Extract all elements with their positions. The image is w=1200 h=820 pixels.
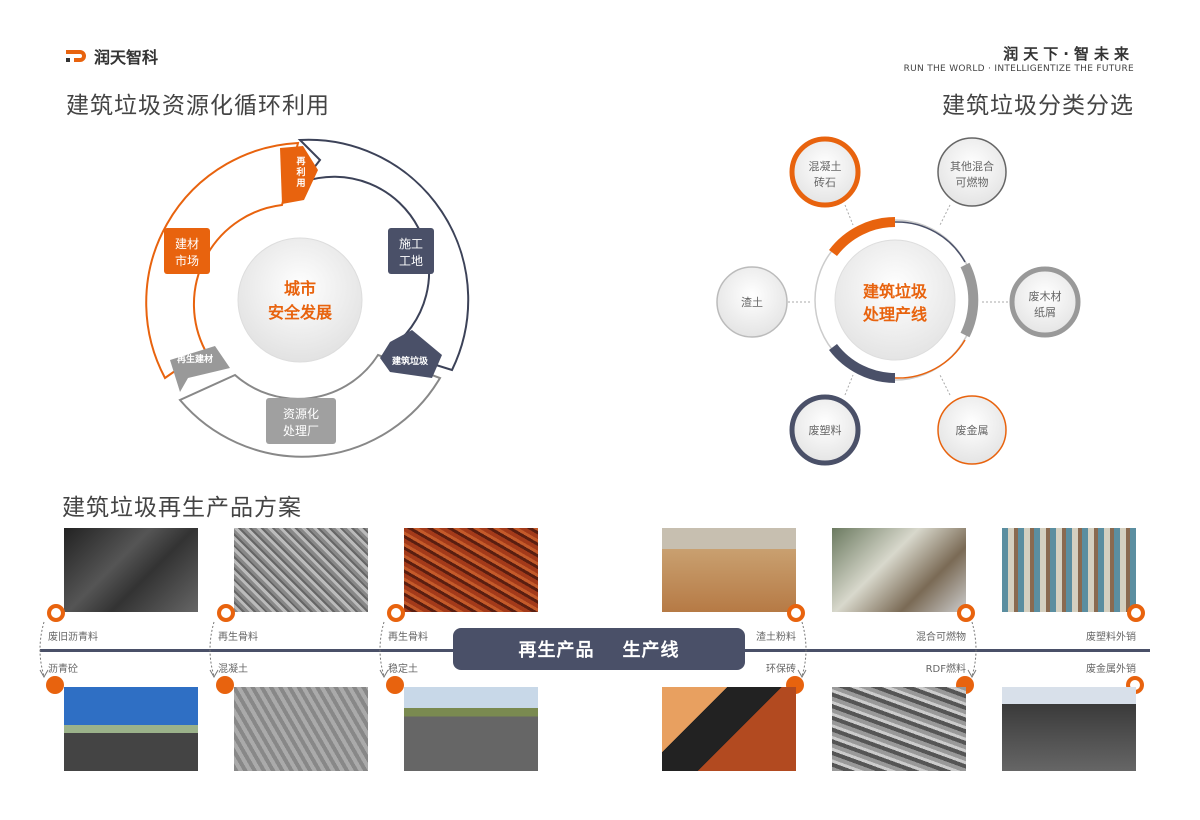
center-text-1: 城市 <box>284 279 316 298</box>
cycle-title: 建筑垃圾资源化循环利用 <box>66 93 330 119</box>
flow-arrow-icon <box>797 621 807 679</box>
product-photo <box>234 687 368 771</box>
source-marker-icon <box>787 604 805 622</box>
product-marker-icon <box>386 676 404 694</box>
product-source-photo <box>662 528 796 612</box>
reuse-label-2: 利 <box>295 166 305 178</box>
source-label: 混合可燃物 <box>916 632 966 643</box>
product-source-photo <box>234 528 368 612</box>
source-marker-icon <box>387 604 405 622</box>
slogan-chinese: 润天下·智未来 <box>1003 45 1134 63</box>
svg-text:砖石: 砖石 <box>814 175 836 189</box>
waste-chevron <box>380 330 442 378</box>
source-marker-icon <box>957 604 975 622</box>
reuse-chevron <box>280 146 318 204</box>
slogan-english: RUN THE WORLD · INTELLIGENTIZE THE FUTUR… <box>903 64 1134 74</box>
source-marker-icon <box>1127 604 1145 622</box>
flow-arrow-icon <box>967 621 977 679</box>
sorting-title: 建筑垃圾分类分选 <box>942 93 1134 119</box>
ring-seg-plastic <box>829 343 896 383</box>
arc-market <box>145 141 300 380</box>
product-source-photo <box>64 528 198 612</box>
product-photo <box>64 687 198 771</box>
logo-text: 润天智科 <box>94 48 159 67</box>
source-label: 废旧沥青料 <box>48 632 98 643</box>
svg-text:其他混合: 其他混合 <box>950 159 994 173</box>
product-source-photo <box>1002 528 1136 612</box>
production-banner: 再生产品 生产线 <box>453 628 745 670</box>
source-label: 废塑料外销 <box>1086 632 1136 643</box>
market-box <box>164 228 210 274</box>
product-label: 环保砖 <box>766 664 796 675</box>
svg-text:渣土: 渣土 <box>741 295 763 309</box>
market-label-1: 建材 <box>175 237 199 251</box>
product-label: 沥青砼 <box>48 664 78 675</box>
reuse-label-1: 再 <box>296 156 305 167</box>
banner-text-1: 再生产品 <box>518 640 595 661</box>
center-circle <box>237 237 363 363</box>
category-plastic: 废塑料 <box>789 394 861 466</box>
recycled-label: 再生建材 <box>177 353 213 365</box>
plant-box <box>266 398 336 444</box>
product-marker-icon <box>46 676 64 694</box>
ring-seg-wood <box>960 262 979 338</box>
brand-logo: 润天智科 <box>66 44 158 68</box>
svg-text:可燃物: 可燃物 <box>956 175 989 189</box>
waste-label: 建筑垃圾 <box>392 355 429 367</box>
logo-icon <box>66 48 88 64</box>
svg-text:纸屑: 纸屑 <box>1034 306 1056 319</box>
product-marker-icon <box>216 676 234 694</box>
source-label: 再生骨料 <box>388 632 428 643</box>
category-metal: 废金属 <box>937 395 1007 465</box>
product-photo <box>662 687 796 771</box>
product-source-photo <box>404 528 538 612</box>
plant-label-1: 资源化 <box>283 407 319 421</box>
site-box <box>388 228 434 274</box>
center-text-2: 安全发展 <box>268 303 333 322</box>
sorting-center-1: 建筑垃圾 <box>863 282 928 301</box>
sorting-center-circle <box>834 239 956 361</box>
source-label: 渣土粉料 <box>756 632 796 643</box>
product-photo <box>832 687 966 771</box>
source-marker-icon <box>47 604 65 622</box>
flow-arrow-icon <box>209 621 219 679</box>
source-marker-icon <box>217 604 235 622</box>
products-title: 建筑垃圾再生产品方案 <box>62 495 302 521</box>
source-label: 再生骨料 <box>218 632 258 643</box>
svg-text:混凝土: 混凝土 <box>809 159 842 173</box>
site-label-2: 工地 <box>399 254 423 268</box>
flow-arrow-icon <box>39 621 49 679</box>
svg-text:废塑料: 废塑料 <box>809 423 842 437</box>
plant-label-2: 处理厂 <box>283 424 319 438</box>
category-soil: 渣土 <box>716 266 788 338</box>
recycled-chevron <box>170 346 230 392</box>
product-label: RDF燃料 <box>925 664 966 675</box>
svg-text:废木材: 废木材 <box>1029 289 1062 303</box>
reuse-label-3: 用 <box>295 178 305 189</box>
product-label: 混凝土 <box>218 664 248 675</box>
site-label-1: 施工 <box>399 237 423 251</box>
ring-seg-concrete <box>829 217 896 257</box>
product-label: 废金属外销 <box>1086 664 1136 675</box>
svg-text:废金属: 废金属 <box>956 423 989 437</box>
recycling-cycle-diagram: 城市 安全发展 再 利 用 建筑垃圾 再生建材 建材 市场 施工 工地 资源化 … <box>145 138 470 458</box>
product-photo <box>404 687 538 771</box>
product-photo <box>1002 687 1136 771</box>
banner-text-2: 生产线 <box>622 640 680 661</box>
market-label-2: 市场 <box>175 253 199 268</box>
flow-arrow-icon <box>379 621 389 679</box>
product-label: 稳定土 <box>388 664 418 675</box>
sorting-center-2: 处理产线 <box>862 305 927 324</box>
product-source-photo <box>832 528 966 612</box>
